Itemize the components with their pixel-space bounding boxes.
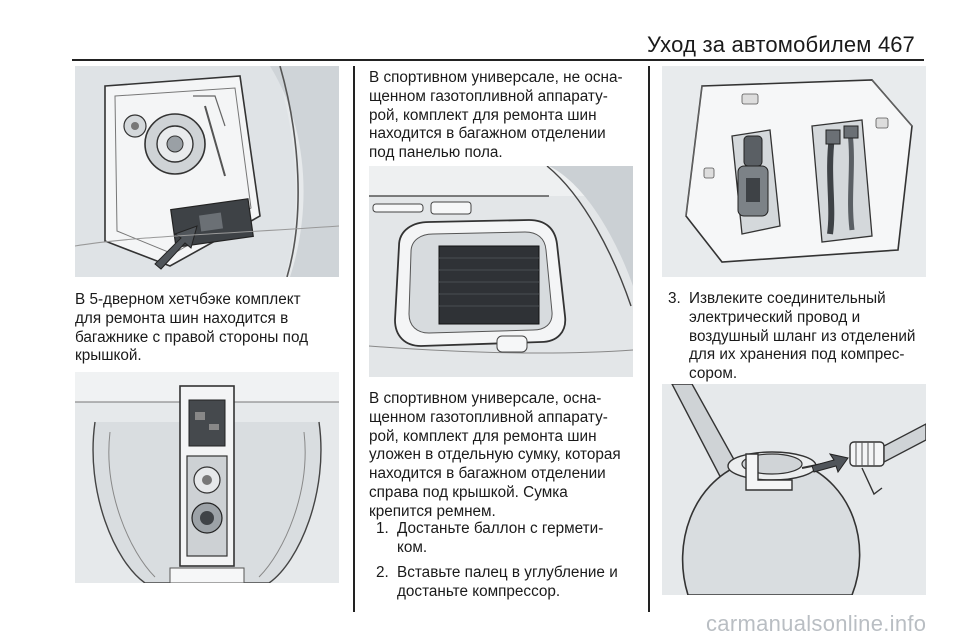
figure-wagon-side-bag [369, 166, 633, 377]
text-line: находится в багажном отделении [369, 465, 606, 483]
text-line: сором. [689, 365, 738, 383]
step-number: 2. [376, 564, 389, 581]
step-1: 1. Достаньте баллон с гермети- ком. [376, 520, 646, 560]
text-line: багажнике с правой стороны под [75, 328, 309, 346]
text-line: рой, комплект для ремонта шин [369, 427, 597, 445]
text-line: крепится ремнем. [369, 502, 496, 520]
text-line: В спортивном универсале, не осна- [369, 69, 623, 86]
text-line: под панелью пола. [369, 144, 503, 162]
text-line: достаньте компрессор. [397, 582, 561, 600]
column-separator-1 [353, 66, 355, 612]
text-line: крышкой. [75, 347, 142, 365]
step-2: 2. Вставьте палец в углубление и достань… [376, 564, 646, 604]
sealant-bottle-hose-connection-illustration [662, 384, 926, 595]
text-line: воздушный шланг из отделений [689, 327, 916, 345]
watermark-text: carmanualsonline.info [706, 611, 927, 636]
floor-compartment-tire-kit-illustration [75, 372, 339, 583]
figure-floor-compartment [75, 372, 339, 583]
text-line: для ремонта шин находится в [75, 309, 289, 327]
text-line: уложен в отдельную сумку, которая [369, 446, 621, 464]
text-line: щенном газотопливной аппарату- [369, 408, 608, 426]
header-rule [72, 59, 924, 61]
text-line: Вставьте палец в углубление и [397, 564, 618, 581]
text-line: В спортивном универсале, осна- [369, 390, 602, 407]
step-number: 1. [376, 520, 389, 537]
step-3: 3. Извлеките соединительный электрически… [668, 290, 956, 386]
text-line: ком. [397, 538, 428, 556]
trunk-side-panel-with-tire-kit-illustration [75, 66, 339, 277]
compressor-storage-tray-illustration [662, 66, 926, 277]
paragraph-wagon-no-gas-location: В спортивном универсале, не осна- щенном… [369, 69, 644, 163]
text-line: Достаньте баллон с гермети- [397, 520, 604, 537]
step-number: 3. [668, 290, 681, 307]
page-header: Уход за автомобилем 467 [0, 0, 960, 62]
paragraph-hatchback-location: В 5-дверном хетчбэке комплект для ремонт… [75, 291, 345, 366]
station-wagon-trunk-side-bag-illustration [369, 166, 633, 377]
text-line: В 5-дверном хетчбэке комплект [75, 291, 301, 308]
column-separator-2 [648, 66, 650, 612]
figure-sealant-connection [662, 384, 926, 595]
text-line: находится в багажном отделении [369, 125, 606, 143]
text-line: электрический провод и [689, 308, 861, 326]
text-line: Извлеките соединительный [689, 290, 886, 307]
figure-trunk-side-panel [75, 66, 339, 277]
paragraph-wagon-gas-location: В спортивном универсале, осна- щенном га… [369, 390, 649, 522]
text-line: щенном газотопливной аппарату- [369, 87, 608, 105]
figure-compressor-tray [662, 66, 926, 277]
page-title: Уход за автомобилем [647, 32, 872, 57]
text-line: справа под крышкой. Сумка [369, 483, 568, 501]
page-number: 467 [878, 32, 915, 57]
text-line: для их хранения под компрес- [689, 346, 905, 364]
text-line: рой, комплект для ремонта шин [369, 106, 597, 124]
